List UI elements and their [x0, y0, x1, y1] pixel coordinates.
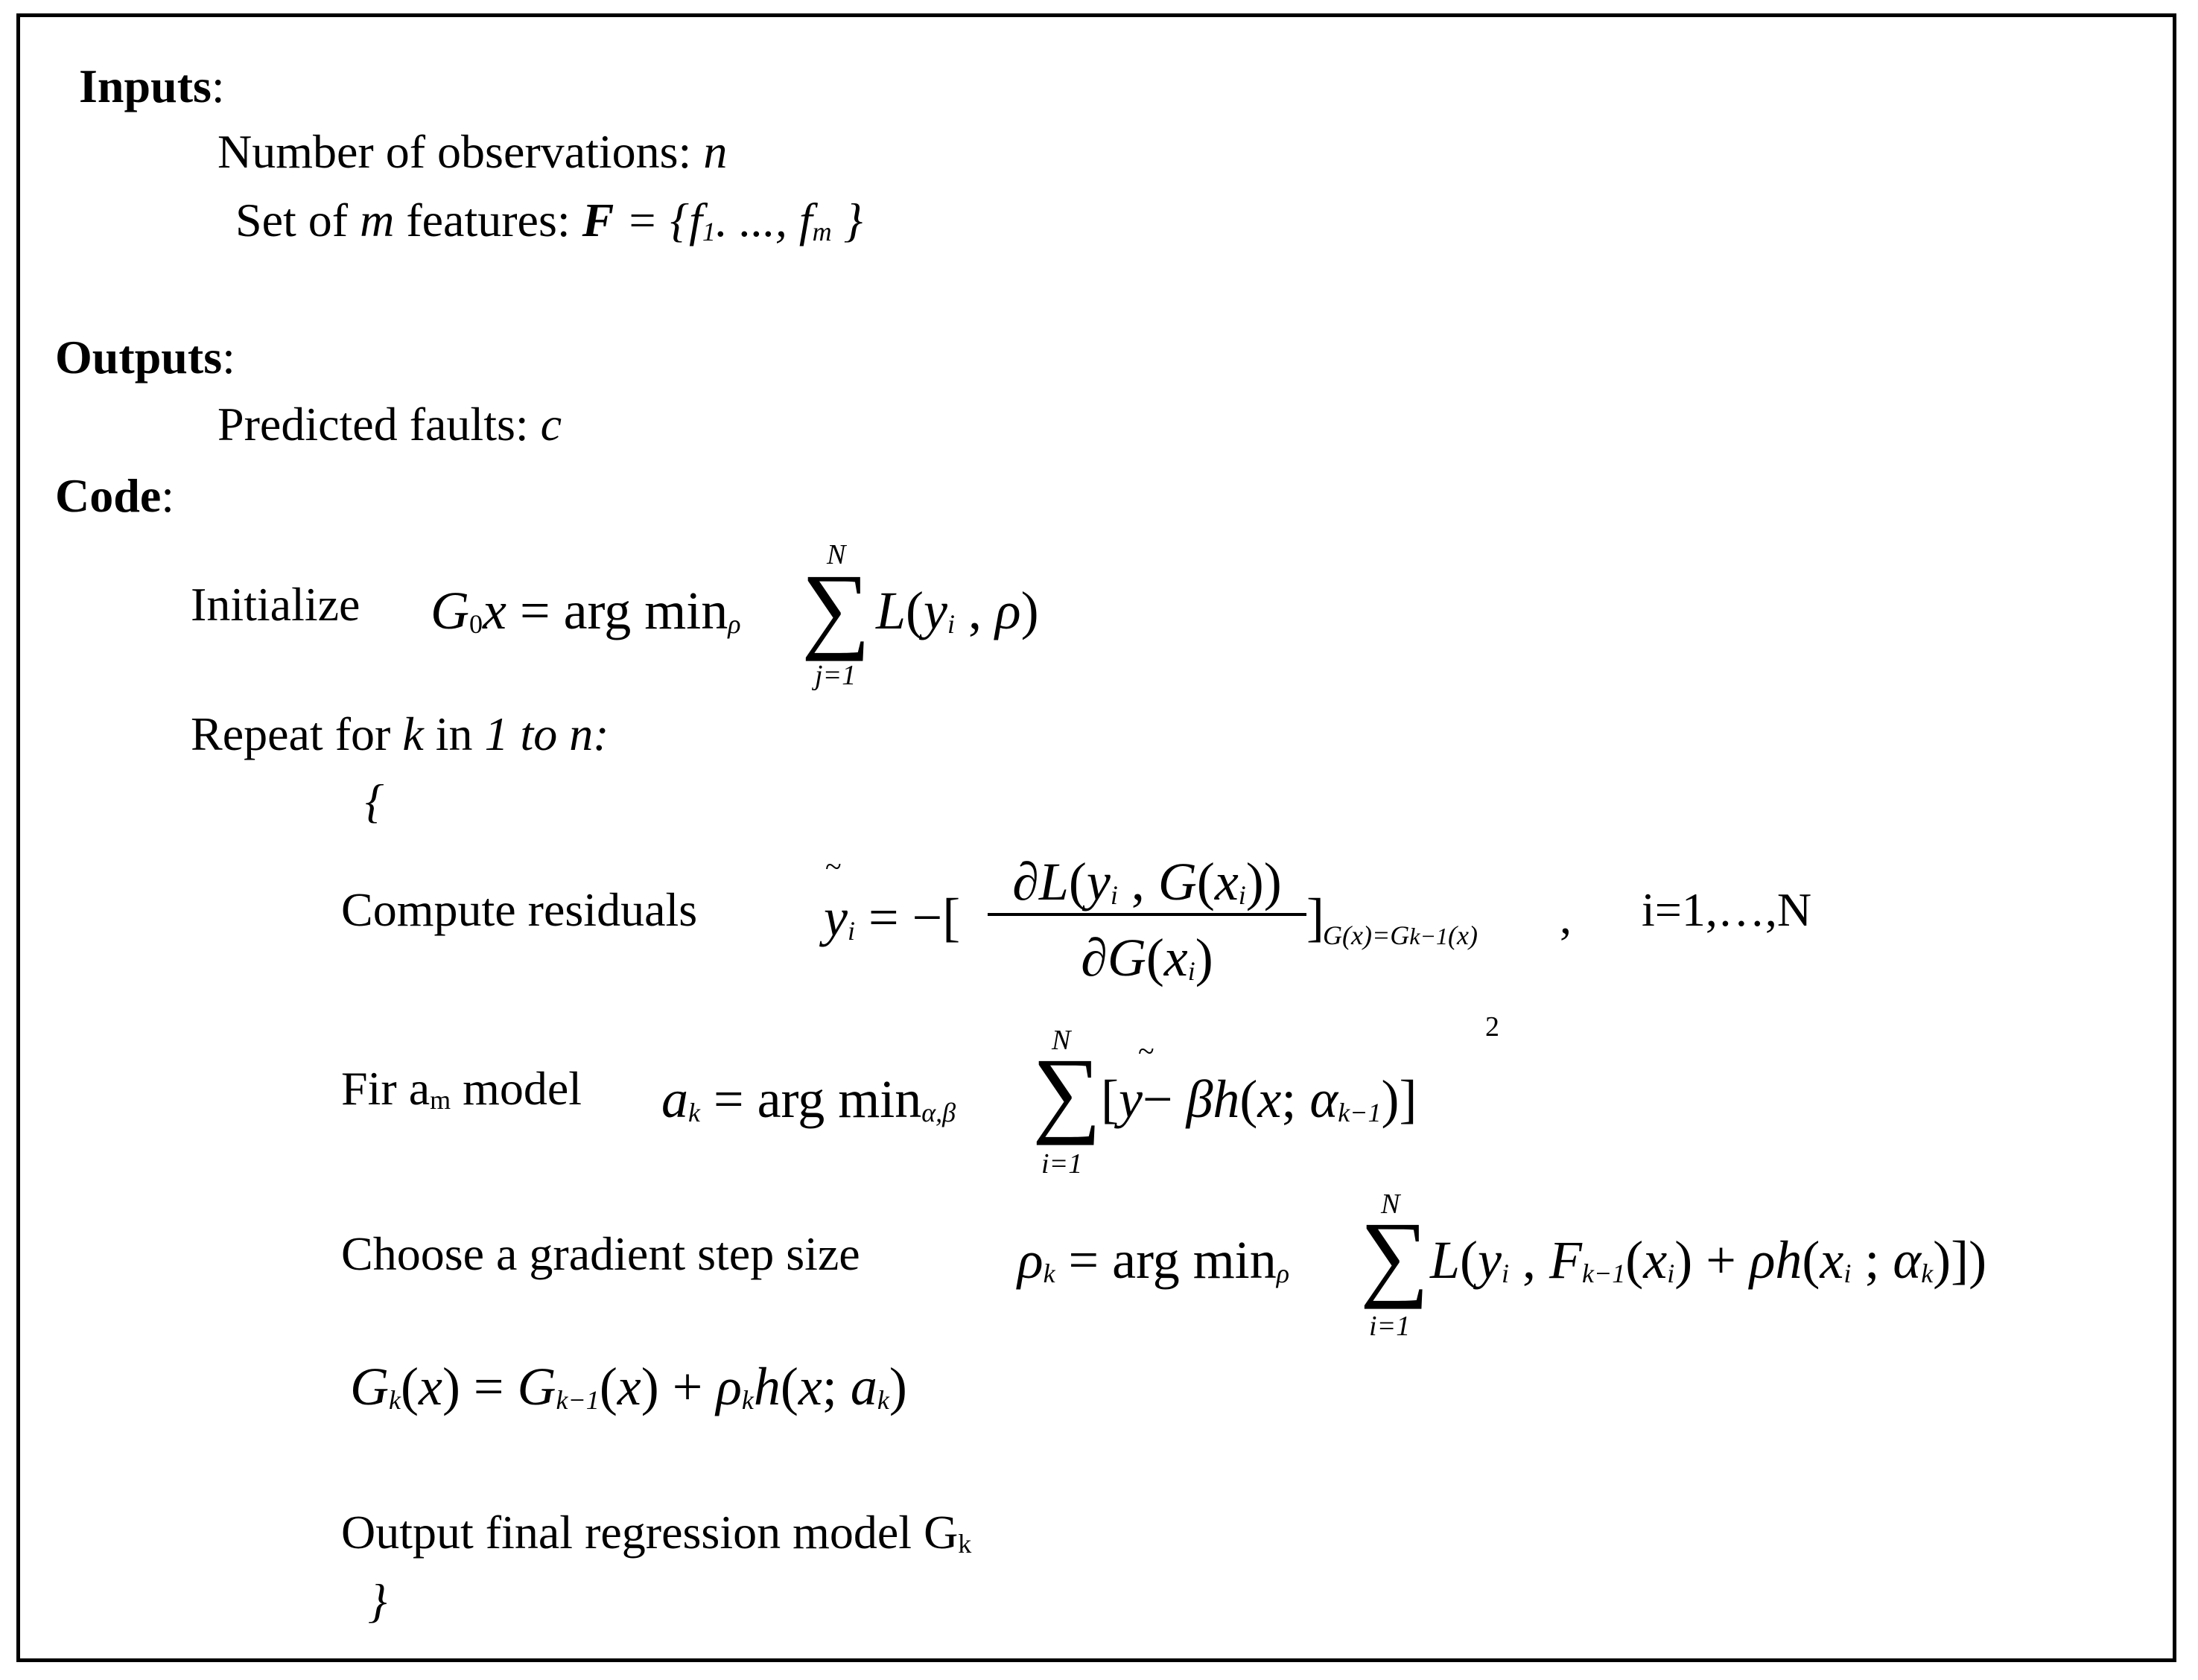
algorithm-box [16, 13, 2176, 1662]
fit-sum-lower: i=1 [1041, 1148, 1083, 1180]
residual-fraction-bar [988, 913, 1306, 916]
step-sum-upper: N [1381, 1189, 1400, 1220]
output-model-line: Output final regression model Gk [341, 1506, 972, 1559]
code-heading: Code [55, 469, 162, 522]
observations-line: Number of observations: n [217, 125, 728, 178]
step-sum-lower: i=1 [1369, 1311, 1411, 1342]
outputs-heading: Outputs [55, 331, 223, 384]
outputs-heading-line: Outputs: [55, 331, 235, 384]
residual-denominator: ∂G(xi) [1081, 928, 1213, 987]
repeat-line: Repeat for k in 1 to n: [191, 707, 609, 760]
fit-square-exponent: 2 [1485, 1011, 1499, 1043]
inputs-heading-line: Inputs: [79, 60, 225, 112]
residual-numerator: ∂L(yi , G(xi)) [1012, 852, 1282, 911]
step-size-label: Choose a gradient step size [341, 1227, 860, 1280]
residual-lhs: yi = −[ [824, 888, 961, 947]
residual-index-range: i=1,…,N [1642, 883, 1812, 936]
init-sum-upper: N [827, 539, 846, 570]
step-formula-left: ρk = arg minρ [1017, 1230, 1290, 1290]
residual-condition: G(x)=Gk−1(x) [1323, 920, 1478, 950]
open-brace: { [365, 774, 384, 827]
fit-formula-left: ak = arg minα,β [661, 1069, 956, 1129]
residuals-label: Compute residuals [341, 883, 698, 936]
residual-comma: , [1560, 891, 1572, 944]
code-heading-line: Code: [55, 469, 174, 522]
fit-sum-symbol: ∑ [1032, 1039, 1102, 1146]
init-formula-left: G0x = arg minρ [431, 581, 741, 640]
residual-tilde: ~ [825, 850, 842, 883]
initialize-label: Initialize [191, 578, 360, 631]
init-sum-lower: j=1 [815, 660, 857, 691]
fit-model-line: Fir am model [341, 1062, 582, 1115]
features-line: Set of m features: F = {f1. ..., fm } [235, 194, 863, 246]
close-brace: } [368, 1574, 387, 1627]
fit-tilde: ~ [1138, 1034, 1154, 1068]
residual-close-bracket: ] [1306, 888, 1324, 947]
init-sum-symbol: ∑ [801, 555, 871, 662]
fit-formula-right: [y− βh(x; αk−1)] [1101, 1069, 1417, 1129]
step-sum-symbol: ∑ [1360, 1203, 1429, 1310]
inputs-heading: Inputs [79, 60, 212, 112]
step-formula-right: L(yi , Fk−1(xi) + ρh(xi ; αk)]) [1430, 1230, 1987, 1290]
init-formula-right: L(yi , ρ) [876, 581, 1039, 640]
fit-sum-upper: N [1052, 1025, 1071, 1056]
update-formula: Gk(x) = Gk−1(x) + ρkh(x; ak) [350, 1357, 907, 1416]
predicted-faults-line: Predicted faults: c [217, 398, 562, 451]
